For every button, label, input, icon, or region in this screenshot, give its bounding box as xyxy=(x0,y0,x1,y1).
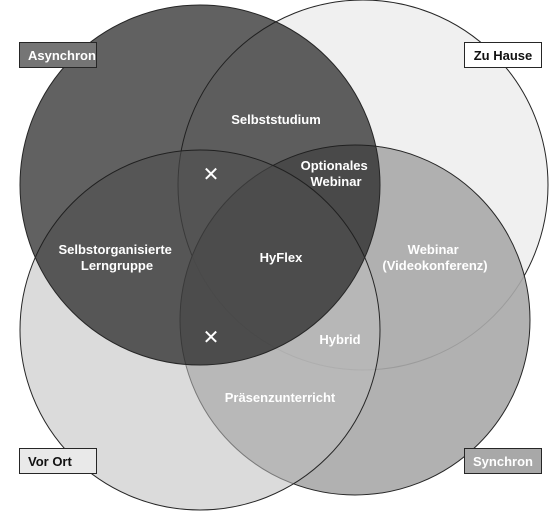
region-lerngruppe-line1: Selbstorganisierte xyxy=(58,242,171,257)
region-optionales-webinar: Optionales Webinar xyxy=(301,158,372,189)
excluded-mark-icon: ✕ xyxy=(202,162,220,186)
region-webinar: Webinar (Videokonferenz) xyxy=(382,242,487,273)
region-webinar-line1: Webinar xyxy=(408,242,459,257)
label-asynchron: Asynchron xyxy=(19,42,97,68)
label-synchron: Synchron xyxy=(464,448,542,474)
excluded-mark-icon: ✕ xyxy=(202,325,220,349)
region-webinar-line2: (Videokonferenz) xyxy=(382,258,487,273)
label-zu-hause: Zu Hause xyxy=(464,42,542,68)
region-selbstorganisierte-lerngruppe: Selbstorganisierte Lerngruppe xyxy=(58,242,175,273)
region-optionales-webinar-line2: Webinar xyxy=(310,174,361,189)
region-hyflex: HyFlex xyxy=(260,250,303,265)
region-lerngruppe-line2: Lerngruppe xyxy=(81,258,153,273)
region-optionales-webinar-line1: Optionales xyxy=(301,158,368,173)
region-selbststudium: Selbststudium xyxy=(231,112,321,127)
region-praesenzunterricht: Präsenzunterricht xyxy=(225,390,336,405)
circle-asynchron xyxy=(19,4,381,366)
region-hybrid: Hybrid xyxy=(319,332,360,347)
label-vor-ort: Vor Ort xyxy=(19,448,97,474)
